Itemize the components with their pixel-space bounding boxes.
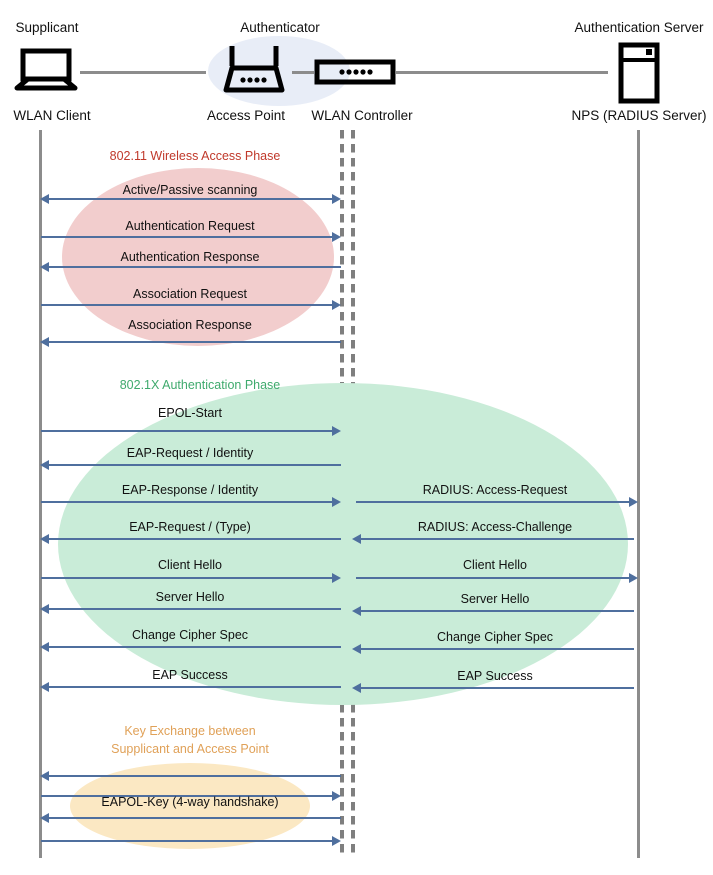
message-label-change-cipher-spec-right: Change Cipher Spec	[436, 630, 554, 644]
message-line-eap-response-identity	[41, 501, 337, 503]
message-line-authentication-request	[41, 236, 337, 238]
actor-role-supplicant: Supplicant	[15, 20, 79, 35]
message-line-authentication-response	[45, 266, 341, 268]
arrowhead-left-eap-request-type	[40, 534, 49, 544]
phase-label-wireless-access: 802.11 Wireless Access Phase	[109, 149, 281, 163]
message-label-eap-success-left: EAP Success	[152, 668, 228, 682]
message-label-change-cipher-spec-left: Change Cipher Spec	[131, 628, 249, 642]
message-line-eapol-key-2	[41, 795, 337, 797]
wlan-controller-icon	[314, 59, 396, 90]
phase-ellipse-wireless-access	[62, 168, 334, 346]
arrowhead-left-association-response	[40, 337, 49, 347]
message-label-eap-success-right: EAP Success	[457, 669, 533, 683]
message-line-association-request	[41, 304, 337, 306]
message-line-eapol-key-4	[41, 840, 337, 842]
message-label-authentication-request: Authentication Request	[125, 219, 255, 233]
phase-label-key-exchange-line1: Key Exchange between	[124, 724, 256, 738]
arrowhead-right-eapol-key-2	[332, 791, 341, 801]
phase-label-dot1x-authentication: 802.1X Authentication Phase	[119, 378, 281, 392]
arrowhead-left-authentication-response	[40, 262, 49, 272]
arrowhead-left-radius-access-challenge	[352, 534, 361, 544]
actor-device-access-point: Access Point	[206, 108, 286, 123]
arrowhead-right-client-hello-right	[629, 573, 638, 583]
arrowhead-left-eap-success-left	[40, 682, 49, 692]
lifeline-supplicant	[39, 130, 42, 858]
arrowhead-right-active-passive-scanning	[332, 194, 341, 204]
actor-device-wlan-controller: WLAN Controller	[311, 108, 413, 123]
message-label-client-hello-right: Client Hello	[463, 558, 527, 572]
message-label-radius-access-challenge: RADIUS: Access-Challenge	[417, 520, 573, 534]
phase-ellipse-dot1x-authentication	[58, 383, 628, 705]
arrowhead-left-eap-request-identity	[40, 460, 49, 470]
server-icon	[618, 42, 660, 109]
message-line-association-response	[45, 341, 341, 343]
message-label-client-hello-left: Client Hello	[158, 558, 222, 572]
message-line-eap-request-type	[45, 538, 341, 540]
arrowhead-left-eap-success-right	[352, 683, 361, 693]
message-line-server-hello-left	[45, 608, 341, 610]
arrowhead-left-active-passive-scanning	[40, 194, 49, 204]
message-line-active-passive-scanning	[45, 198, 337, 200]
message-line-radius-access-request	[356, 501, 634, 503]
message-line-client-hello-right	[356, 577, 634, 579]
phase-label-key-exchange-line2: Supplicant and Access Point	[111, 742, 269, 756]
message-label-server-hello-left: Server Hello	[155, 590, 225, 604]
message-label-eap-response-identity: EAP-Response / Identity	[121, 483, 259, 497]
arrowhead-right-epol-start	[332, 426, 341, 436]
arrowhead-left-server-hello-left	[40, 604, 49, 614]
access-point-icon	[216, 44, 292, 103]
message-label-radius-access-request: RADIUS: Access-Request	[422, 483, 568, 497]
arrowhead-right-client-hello-left	[332, 573, 341, 583]
lifeline-auth-server	[637, 130, 640, 858]
message-label-eap-request-type: EAP-Request / (Type)	[129, 520, 251, 534]
message-line-epol-start	[41, 430, 337, 432]
message-line-eap-success-left	[45, 686, 341, 688]
message-line-eapol-key-3	[45, 817, 341, 819]
actor-device-wlan-client: WLAN Client	[13, 108, 91, 123]
arrowhead-left-eapol-key-3	[40, 813, 49, 823]
message-label-eap-request-identity: EAP-Request / Identity	[126, 446, 254, 460]
actor-role-authenticator: Authenticator	[240, 20, 320, 35]
arrowhead-right-association-request	[332, 300, 341, 310]
message-line-server-hello-right	[357, 610, 634, 612]
message-label-association-response: Association Response	[128, 318, 252, 332]
message-line-radius-access-challenge	[357, 538, 634, 540]
arrowhead-right-eapol-key-4	[332, 836, 341, 846]
message-label-eapol-key-handshake: EAPOL-Key (4-way handshake)	[101, 795, 279, 809]
message-line-eap-request-identity	[45, 464, 341, 466]
arrowhead-left-change-cipher-spec-left	[40, 642, 49, 652]
arrowhead-left-change-cipher-spec-right	[352, 644, 361, 654]
arrowhead-left-eapol-key-1	[40, 771, 49, 781]
message-label-active-passive-scanning: Active/Passive scanning	[122, 183, 258, 197]
message-line-eapol-key-1	[45, 775, 341, 777]
wire-client-to-ap	[80, 71, 206, 74]
arrowhead-left-server-hello-right	[352, 606, 361, 616]
message-line-change-cipher-spec-right	[357, 648, 634, 650]
message-line-change-cipher-spec-left	[45, 646, 341, 648]
actor-role-auth-server: Authentication Server	[574, 20, 704, 35]
arrowhead-right-radius-access-request	[629, 497, 638, 507]
message-label-server-hello-right: Server Hello	[460, 592, 530, 606]
phase-ellipse-key-exchange	[70, 763, 310, 849]
arrowhead-right-eap-response-identity	[332, 497, 341, 507]
message-label-epol-start: EPOL-Start	[158, 406, 222, 420]
wire-ap-to-controller	[292, 71, 314, 74]
message-label-association-request: Association Request	[133, 287, 247, 301]
wire-controller-to-nps	[396, 71, 608, 74]
message-label-authentication-response: Authentication Response	[120, 250, 260, 264]
arrowhead-right-authentication-request	[332, 232, 341, 242]
laptop-icon	[12, 48, 80, 99]
message-line-eap-success-right	[357, 687, 634, 689]
message-line-client-hello-left	[41, 577, 337, 579]
actor-device-nps: NPS (RADIUS Server)	[571, 108, 707, 123]
